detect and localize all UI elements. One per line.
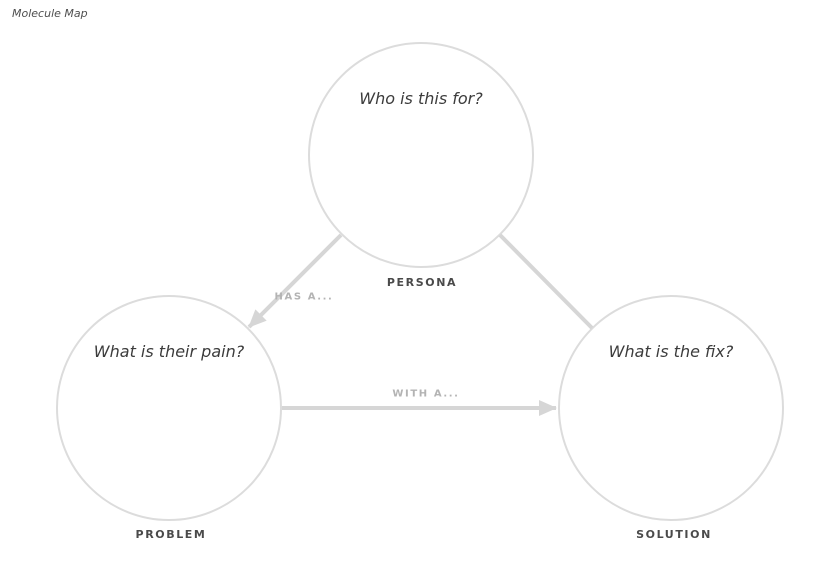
node-solution[interactable]: What is the fix? — [558, 295, 784, 521]
edge-label-has-a: HAS A... — [274, 291, 334, 303]
edge-persona-solution — [498, 233, 594, 330]
page-title: Molecule Map — [12, 7, 88, 20]
node-persona[interactable]: Who is this for? — [308, 42, 534, 268]
edge-label-with-a: WITH A... — [392, 388, 460, 400]
edge-persona-problem — [247, 233, 343, 329]
solution-question: What is the fix? — [608, 342, 734, 361]
node-label-problem: PROBLEM — [135, 528, 207, 541]
node-problem[interactable]: What is their pain? — [56, 295, 282, 521]
problem-question: What is their pain? — [93, 342, 245, 361]
node-label-solution: SOLUTION — [636, 528, 712, 541]
node-label-persona: PERSONA — [386, 276, 458, 289]
persona-question: Who is this for? — [359, 89, 483, 108]
